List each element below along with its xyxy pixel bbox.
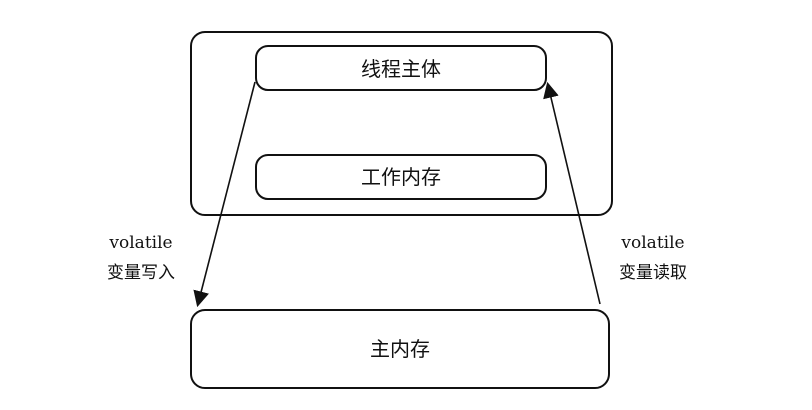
thread-main-label: 线程主体 xyxy=(361,57,441,81)
read-label-line1: volatile xyxy=(620,233,684,253)
thread-main-node xyxy=(255,45,547,91)
working-memory-node xyxy=(255,154,547,200)
write-arrow xyxy=(193,81,256,308)
read-label-line2: 变量读取 xyxy=(619,263,687,283)
main-memory-node xyxy=(190,309,610,389)
read-arrow xyxy=(543,81,601,305)
working-memory-label: 工作内存 xyxy=(361,165,441,189)
thread-container-box xyxy=(190,31,613,216)
main-memory-label: 主内存 xyxy=(370,337,430,361)
write-label-line2: 变量写入 xyxy=(107,263,175,283)
write-label-line1: volatile xyxy=(108,233,172,253)
